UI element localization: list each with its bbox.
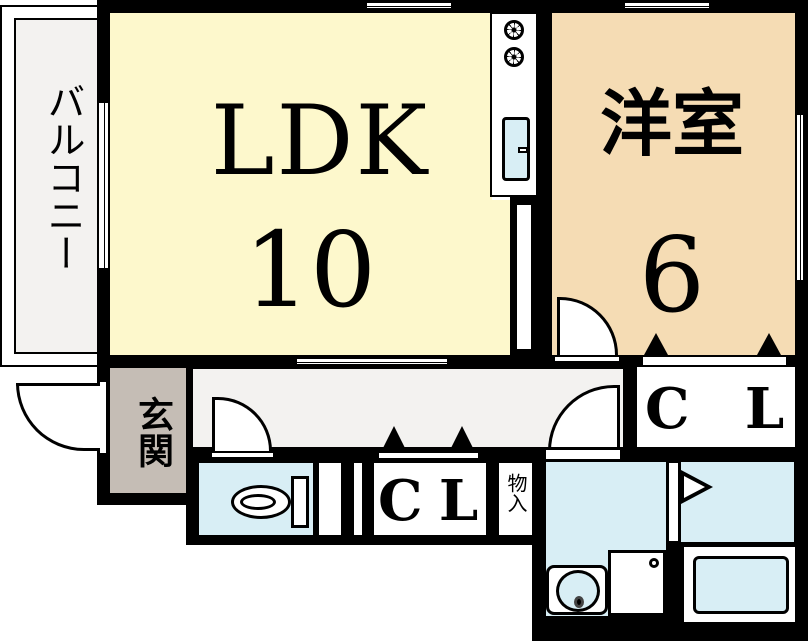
kitchen-counter (490, 12, 538, 197)
room-western: 洋室 6 (552, 13, 795, 355)
door-sill-western (553, 355, 621, 363)
wall-ldk-western (536, 0, 552, 370)
room-ldk: LDK 10 (110, 13, 492, 355)
room-western-size: 6 (638, 214, 706, 336)
balcony: バルコニー (14, 18, 100, 354)
stove-burner-icon (504, 47, 524, 67)
washing-machine-pan-icon (608, 550, 666, 616)
room-toilet (199, 463, 313, 535)
door-entrance[interactable] (16, 383, 100, 451)
wall-closet-left (622, 355, 637, 455)
ldk-kitchen-strip (492, 200, 512, 355)
window-ldk-balcony (97, 103, 110, 268)
closet-door-marker-icon (757, 333, 781, 355)
pillar-opening (517, 205, 531, 349)
storage: 物入 (499, 463, 532, 535)
room-western-name: 洋室 (599, 82, 744, 166)
storage-label: 物入 (504, 473, 528, 513)
closet-door-marker-icon (383, 426, 405, 448)
bathtub-icon (693, 556, 789, 614)
window-ldk-hall (297, 357, 447, 366)
room-bathroom (681, 462, 794, 542)
closet-hall: C L (374, 463, 486, 535)
bath-door-marker-icon-inner (684, 476, 705, 498)
window-ldk-top (367, 1, 451, 10)
bathtub-area (684, 547, 795, 622)
window-western-right (795, 115, 805, 280)
closet-sill-hall (377, 451, 480, 460)
room-entrance: 玄関 (110, 368, 186, 493)
room-ldk-size: 10 (243, 209, 377, 331)
closet-western-l: L (744, 376, 785, 442)
balcony-label: バルコニー (41, 82, 85, 272)
toilet-partition (319, 463, 341, 535)
closet-door-marker-icon (644, 333, 668, 355)
door-sill-toilet (210, 451, 275, 459)
toilet-tank (291, 476, 309, 528)
closet-western-c: C (645, 376, 690, 442)
stove-burner-icon (504, 20, 524, 40)
washroom-window (546, 450, 620, 459)
room-entrance-name: 玄関 (132, 396, 173, 468)
window-western-top (625, 1, 709, 10)
toilet-partition (354, 463, 362, 535)
closet-hall-l: L (438, 468, 479, 534)
closet-door-marker-icon (451, 426, 473, 448)
toilet-icon (231, 485, 291, 519)
closet-hall-c: C (378, 468, 423, 534)
bath-partition (668, 462, 679, 542)
closet-sill-western (641, 355, 788, 367)
washbasin-icon (546, 565, 608, 615)
kitchen-sink-icon (502, 117, 530, 181)
room-ldk-name: LDK (210, 85, 430, 197)
closet-western: C L (637, 367, 795, 447)
